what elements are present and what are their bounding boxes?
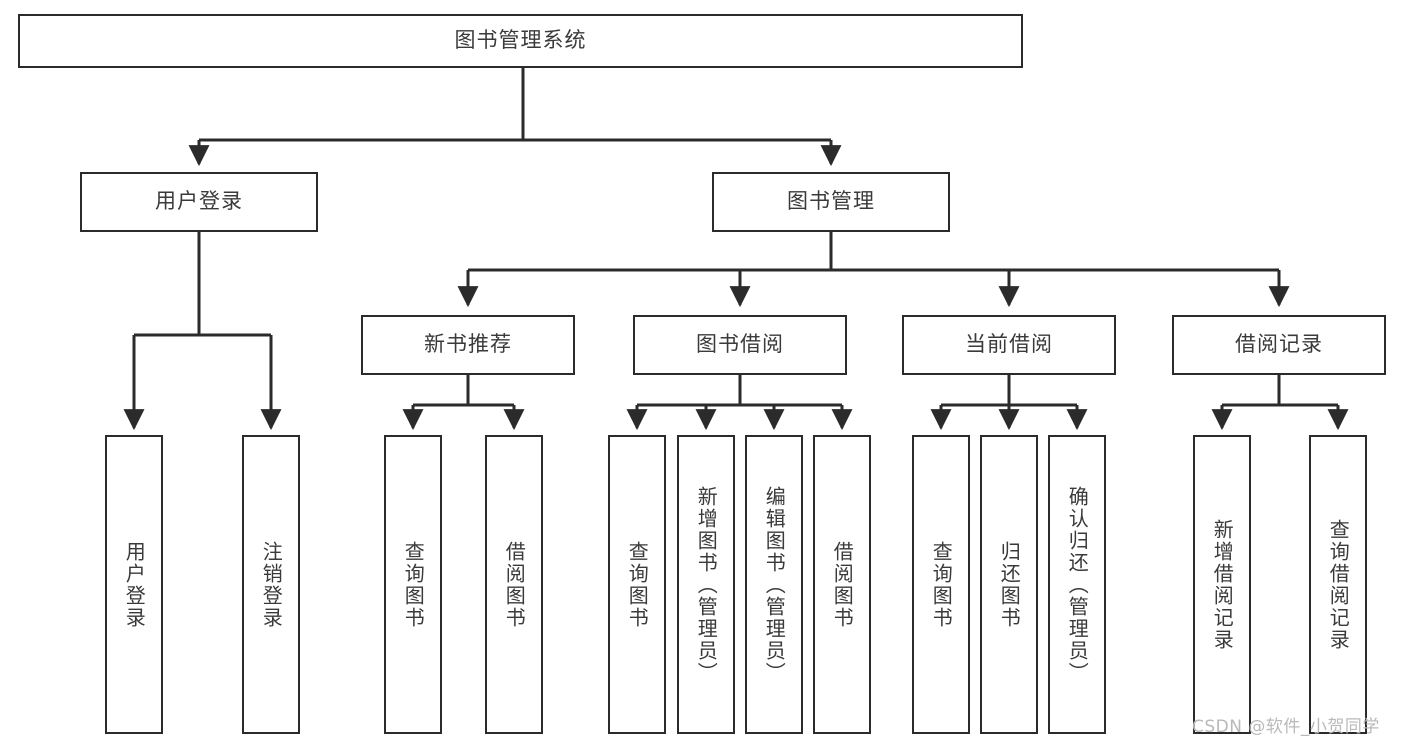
- leaf-new-book-borrow[interactable]: 借阅图书: [485, 435, 543, 734]
- node-new-book-recommend[interactable]: 新书推荐: [361, 315, 575, 375]
- leaf-label: 查询图书: [929, 540, 954, 629]
- leaf-label: 借阅图书: [502, 540, 527, 629]
- node-book-management[interactable]: 图书管理: [712, 172, 950, 232]
- leaf-label: 查询图书: [401, 540, 426, 629]
- node-book-borrow-label: 图书借阅: [696, 332, 784, 357]
- leaf-borrow-add-book[interactable]: 新增图书（管理员）: [677, 435, 735, 734]
- leaf-label: 注销登录: [259, 540, 284, 629]
- leaf-new-book-query[interactable]: 查询图书: [384, 435, 442, 734]
- leaf-label: 编辑图书（管理员）: [762, 485, 787, 684]
- leaf-user-login-signout[interactable]: 注销登录: [242, 435, 300, 734]
- leaf-label: 用户登录: [122, 540, 147, 629]
- leaf-label: 查询图书: [625, 540, 650, 629]
- leaf-borrow-borrow-book[interactable]: 借阅图书: [813, 435, 871, 734]
- leaf-current-return-book[interactable]: 归还图书: [980, 435, 1038, 734]
- node-new-book-recommend-label: 新书推荐: [424, 332, 512, 357]
- leaf-label: 新增借阅记录: [1210, 518, 1235, 651]
- node-user-login-label: 用户登录: [155, 189, 243, 214]
- leaf-label: 归还图书: [997, 540, 1022, 629]
- node-root-label: 图书管理系统: [454, 28, 587, 53]
- leaf-user-login-signin[interactable]: 用户登录: [105, 435, 163, 734]
- node-borrow-record-label: 借阅记录: [1235, 332, 1323, 357]
- leaf-label: 新增图书（管理员）: [694, 485, 719, 684]
- leaf-borrow-edit-book[interactable]: 编辑图书（管理员）: [745, 435, 803, 734]
- leaf-borrow-query-book[interactable]: 查询图书: [608, 435, 666, 734]
- node-current-borrow[interactable]: 当前借阅: [902, 315, 1116, 375]
- node-borrow-record[interactable]: 借阅记录: [1172, 315, 1386, 375]
- node-root-system[interactable]: 图书管理系统: [18, 14, 1023, 68]
- node-book-borrow[interactable]: 图书借阅: [633, 315, 847, 375]
- leaf-label: 确认归还（管理员）: [1065, 485, 1090, 684]
- leaf-record-query[interactable]: 查询借阅记录: [1309, 435, 1367, 734]
- node-book-management-label: 图书管理: [787, 189, 875, 214]
- leaf-label: 借阅图书: [830, 540, 855, 629]
- node-user-login[interactable]: 用户登录: [80, 172, 318, 232]
- node-current-borrow-label: 当前借阅: [965, 332, 1053, 357]
- leaf-current-query-book[interactable]: 查询图书: [912, 435, 970, 734]
- leaf-record-add[interactable]: 新增借阅记录: [1193, 435, 1251, 734]
- leaf-current-confirm-return[interactable]: 确认归还（管理员）: [1048, 435, 1106, 734]
- leaf-label: 查询借阅记录: [1326, 518, 1351, 651]
